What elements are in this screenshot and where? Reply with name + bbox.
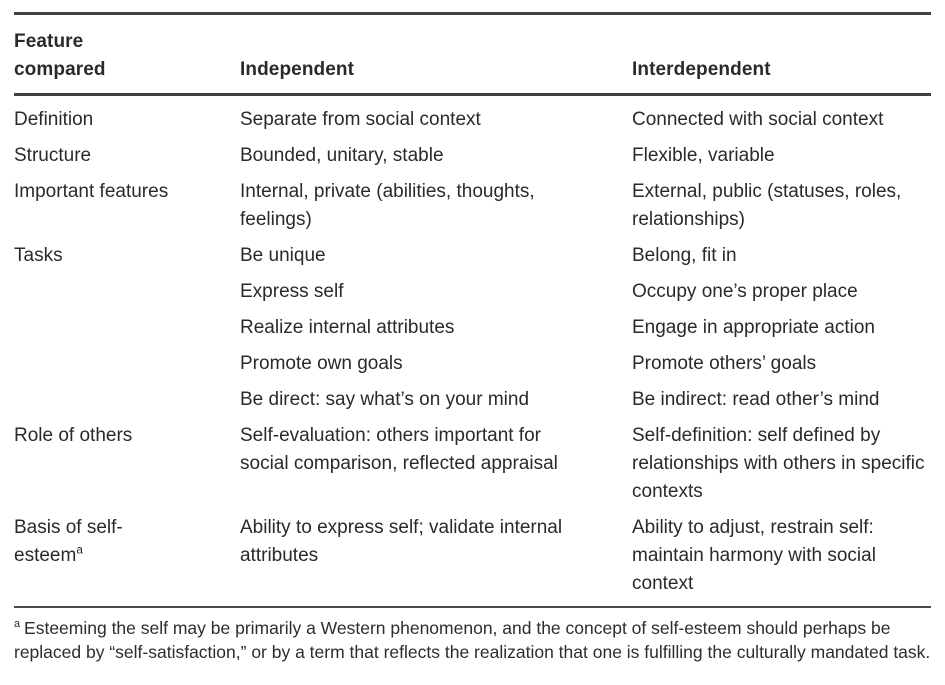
feature-cell: [14, 314, 240, 342]
table-row: Role of others Self-evaluation: others i…: [14, 422, 931, 506]
table-row: Promote own goals Promote others’ goals: [14, 350, 931, 378]
feature-line: esteema: [14, 543, 83, 566]
feature-line: Tasks: [14, 245, 63, 266]
feature-line: Structure: [14, 145, 92, 166]
independent-cell: Be unique: [240, 245, 326, 266]
independent-cell: Promote own goals: [240, 353, 403, 374]
table-footnote-rule: [14, 606, 931, 608]
header-feature-compared: Feature compared: [14, 28, 240, 84]
header-feature-line1: Feature: [14, 31, 84, 52]
feature-line: Role of others: [14, 425, 133, 446]
independent-cell: Separate from social context: [240, 109, 481, 130]
table-row: Basis of self-esteema Ability to express…: [14, 514, 931, 598]
feature-line: Basis of self-: [14, 517, 123, 538]
footnote-marker: a: [14, 618, 21, 631]
interdependent-cell: Be indirect: read other’s mind: [632, 389, 880, 410]
table-row: Structure Bounded, unitary, stable Flexi…: [14, 142, 931, 170]
table-body: Definition Separate from social context …: [14, 96, 931, 598]
comparison-table: Feature compared Independent Interdepend…: [14, 12, 931, 664]
interdependent-cell: Connected with social context: [632, 109, 884, 130]
interdependent-cell: Engage in appropriate action: [632, 317, 875, 338]
feature-cell: [14, 278, 240, 306]
header-independent: Independent: [240, 59, 355, 80]
interdependent-cell: Self-definition: self defined by relatio…: [632, 425, 925, 502]
interdependent-cell: Belong, fit in: [632, 245, 737, 266]
interdependent-cell: External, public (statuses, roles, relat…: [632, 181, 902, 230]
interdependent-cell: Flexible, variable: [632, 145, 775, 166]
independent-cell: Self-evaluation: others important for so…: [240, 425, 558, 474]
independent-cell: Express self: [240, 281, 344, 302]
interdependent-cell: Promote others’ goals: [632, 353, 817, 374]
table-row: Definition Separate from social context …: [14, 106, 931, 134]
table-row: Be direct: say what’s on your mind Be in…: [14, 386, 931, 414]
interdependent-cell: Ability to adjust, restrain self: mainta…: [632, 517, 876, 594]
feature-cell: [14, 386, 240, 414]
feature-line: Important features: [14, 181, 169, 202]
feature-cell: [14, 350, 240, 378]
feature-cell: Structure: [14, 142, 240, 170]
interdependent-cell: Occupy one’s proper place: [632, 281, 858, 302]
independent-cell: Internal, private (abilities, thoughts, …: [240, 181, 535, 230]
independent-cell: Be direct: say what’s on your mind: [240, 389, 530, 410]
table-row: Tasks Be unique Belong, fit in: [14, 242, 931, 270]
feature-line: Definition: [14, 109, 94, 130]
table-top-rule: [14, 12, 931, 15]
feature-footnote-marker: a: [76, 543, 83, 557]
table-header-rule: [14, 93, 931, 96]
feature-cell: Definition: [14, 106, 240, 134]
independent-cell: Bounded, unitary, stable: [240, 145, 444, 166]
feature-cell: Role of others: [14, 422, 240, 506]
header-interdependent: Interdependent: [632, 59, 771, 80]
table-row: Important features Internal, private (ab…: [14, 178, 931, 234]
feature-cell: Tasks: [14, 242, 240, 270]
table-header-row: Feature compared Independent Interdepend…: [14, 15, 931, 93]
independent-cell: Realize internal attributes: [240, 317, 455, 338]
independent-cell: Ability to express self; validate intern…: [240, 517, 563, 566]
table-row: Realize internal attributes Engage in ap…: [14, 314, 931, 342]
feature-cell: Important features: [14, 178, 240, 234]
feature-cell: Basis of self-esteema: [14, 514, 240, 598]
header-feature-line2: compared: [14, 59, 106, 80]
footnote-text: Esteeming the self may be primarily a We…: [14, 618, 931, 662]
table-row: Express self Occupy one’s proper place: [14, 278, 931, 306]
